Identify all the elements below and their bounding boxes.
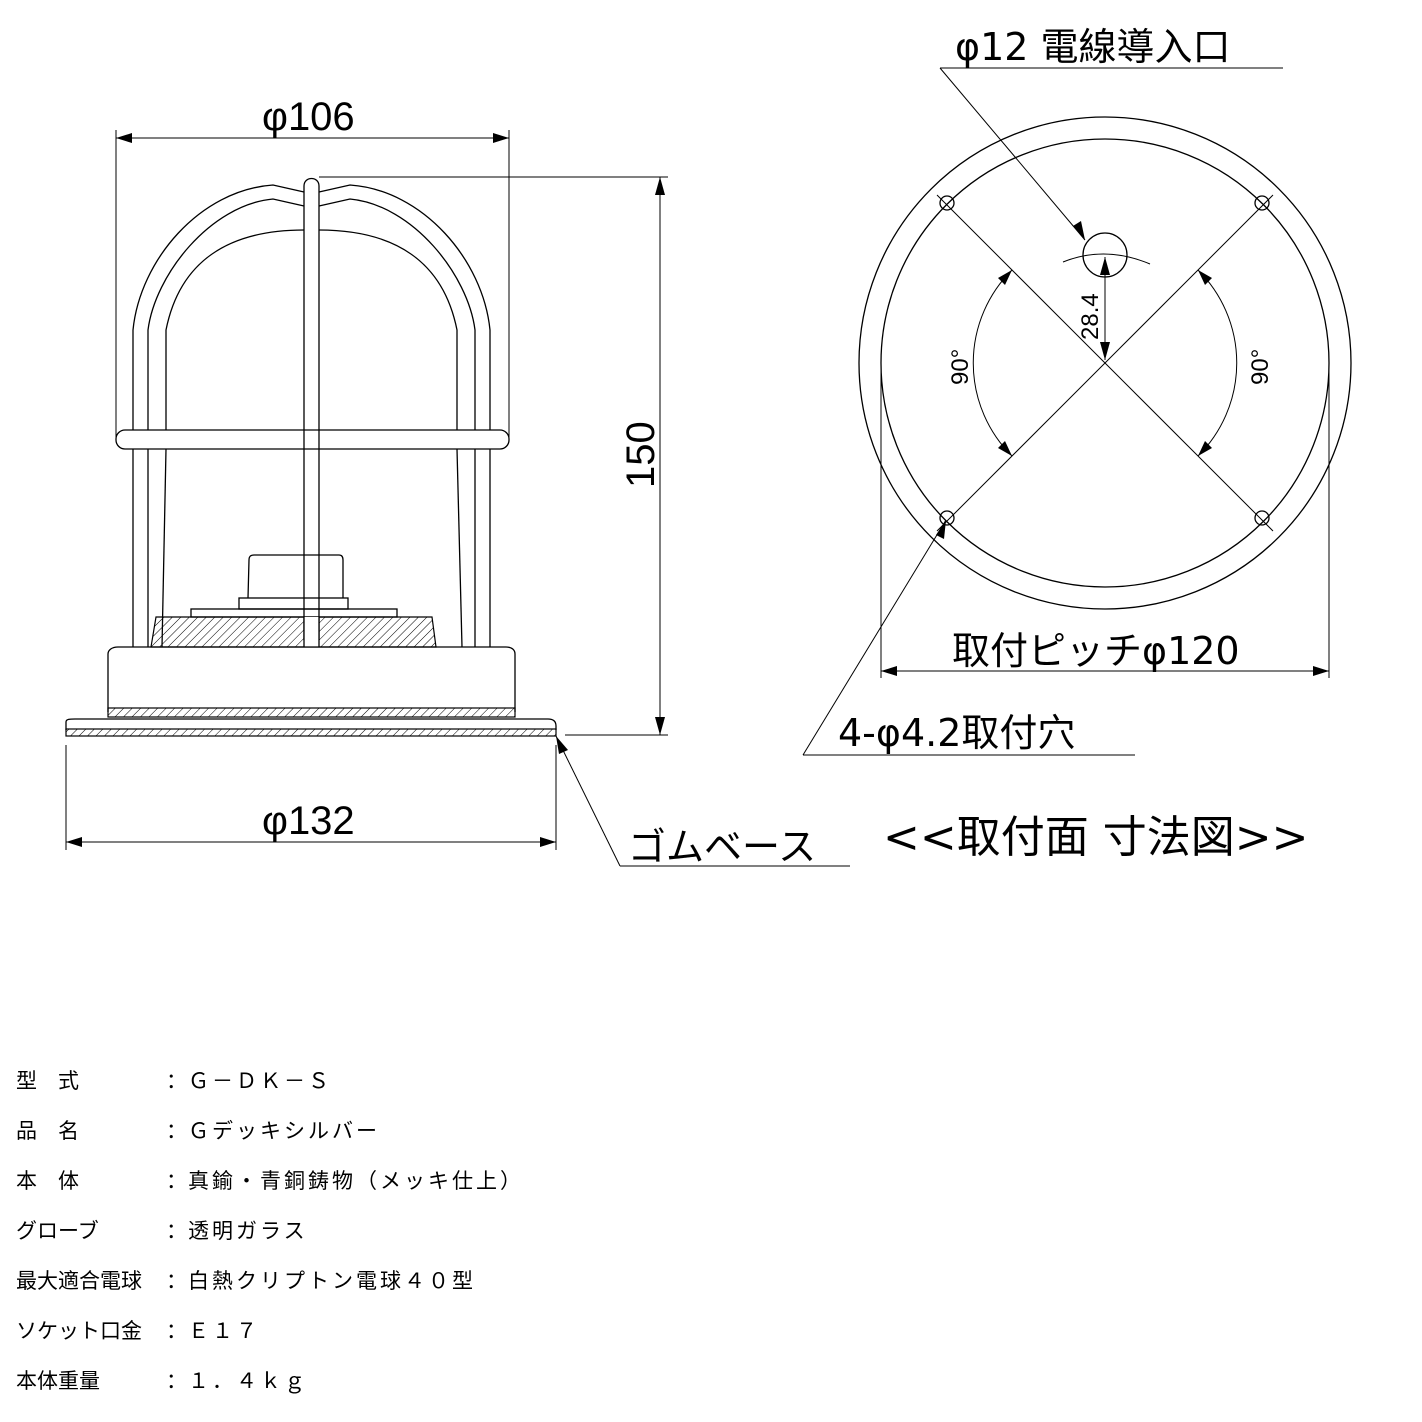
dimension-height: 150 bbox=[319, 176, 668, 736]
dimension-top-diameter: φ106 bbox=[115, 95, 510, 440]
cable-entry-text: φ12 電線導入口 bbox=[955, 25, 1231, 69]
mounting-holes-text: 4-φ4.2取付穴 bbox=[838, 711, 1075, 755]
height-text: 150 bbox=[619, 421, 663, 488]
angle-left-text: 90° bbox=[947, 349, 974, 385]
spec-value: 白熱クリプトン電球４０型 bbox=[188, 1269, 476, 1293]
base-diameter-text: φ132 bbox=[262, 799, 355, 843]
spec-value: Ｇデッキシルバー bbox=[188, 1119, 380, 1143]
spec-label: 本 体 bbox=[16, 1169, 79, 1193]
side-view: φ106 bbox=[65, 95, 850, 869]
spec-value: 透明ガラス bbox=[188, 1219, 308, 1243]
spec-row-socket: ソケット口金 ： Ｅ１７ bbox=[16, 1305, 524, 1355]
mounting-view: 28.4 90° 90° φ12 電線導入口 取付ピッチφ120 4-φ4.2取… bbox=[802, 25, 1352, 863]
spec-value: 真鍮・青銅鋳物（メッキ仕上） bbox=[188, 1169, 524, 1193]
spec-row-product-name: 品 名 ： Ｇデッキシルバー bbox=[16, 1105, 524, 1155]
top-diameter-text: φ106 bbox=[262, 95, 355, 139]
spec-row-weight: 本体重量 ： １．４ｋｇ bbox=[16, 1355, 524, 1405]
spec-table: 型 式 ： Ｇ－ＤＫ－Ｓ 品 名 ： Ｇデッキシルバー 本 体 ： 真鍮・青銅鋳… bbox=[16, 1055, 524, 1405]
spec-label: 型 式 bbox=[16, 1069, 79, 1093]
outer-circle bbox=[858, 116, 1352, 610]
technical-drawing: φ106 bbox=[65, 25, 1352, 869]
entry-offset-text: 28.4 bbox=[1077, 293, 1104, 340]
angle-right-text: 90° bbox=[1247, 349, 1274, 385]
rubber-base-text: ゴムベース bbox=[628, 825, 816, 869]
spec-label: グローブ bbox=[16, 1219, 99, 1243]
spec-label: 最大適合電球 bbox=[16, 1269, 142, 1293]
mounting-pitch-text: 取付ピッチφ120 bbox=[952, 629, 1240, 673]
guard-cage bbox=[115, 177, 510, 648]
dimension-base-diameter: φ132 bbox=[65, 745, 557, 850]
mounting-holes bbox=[939, 195, 1270, 526]
spec-row-model: 型 式 ： Ｇ－ＤＫ－Ｓ bbox=[16, 1055, 524, 1105]
spec-value: Ｅ１７ bbox=[188, 1319, 260, 1343]
spec-value: １．４ｋｇ bbox=[188, 1369, 308, 1393]
spec-label: 品 名 bbox=[16, 1119, 79, 1143]
spec-row-max-bulb: 最大適合電球 ： 白熱クリプトン電球４０型 bbox=[16, 1255, 524, 1305]
spec-label: 本体重量 bbox=[16, 1369, 100, 1393]
spec-label: ソケット口金 bbox=[16, 1319, 142, 1343]
rubber-base bbox=[65, 728, 557, 737]
spec-row-globe: グローブ ： 透明ガラス bbox=[16, 1205, 524, 1255]
base-body bbox=[65, 646, 557, 737]
socket bbox=[150, 554, 437, 648]
rubber-base-callout: ゴムベース bbox=[555, 735, 850, 869]
spec-value: Ｇ－ＤＫ－Ｓ bbox=[188, 1069, 332, 1093]
mounting-view-title: <<取付面 寸法図>> bbox=[883, 812, 1308, 863]
spec-row-body: 本 体 ： 真鍮・青銅鋳物（メッキ仕上） bbox=[16, 1155, 524, 1205]
